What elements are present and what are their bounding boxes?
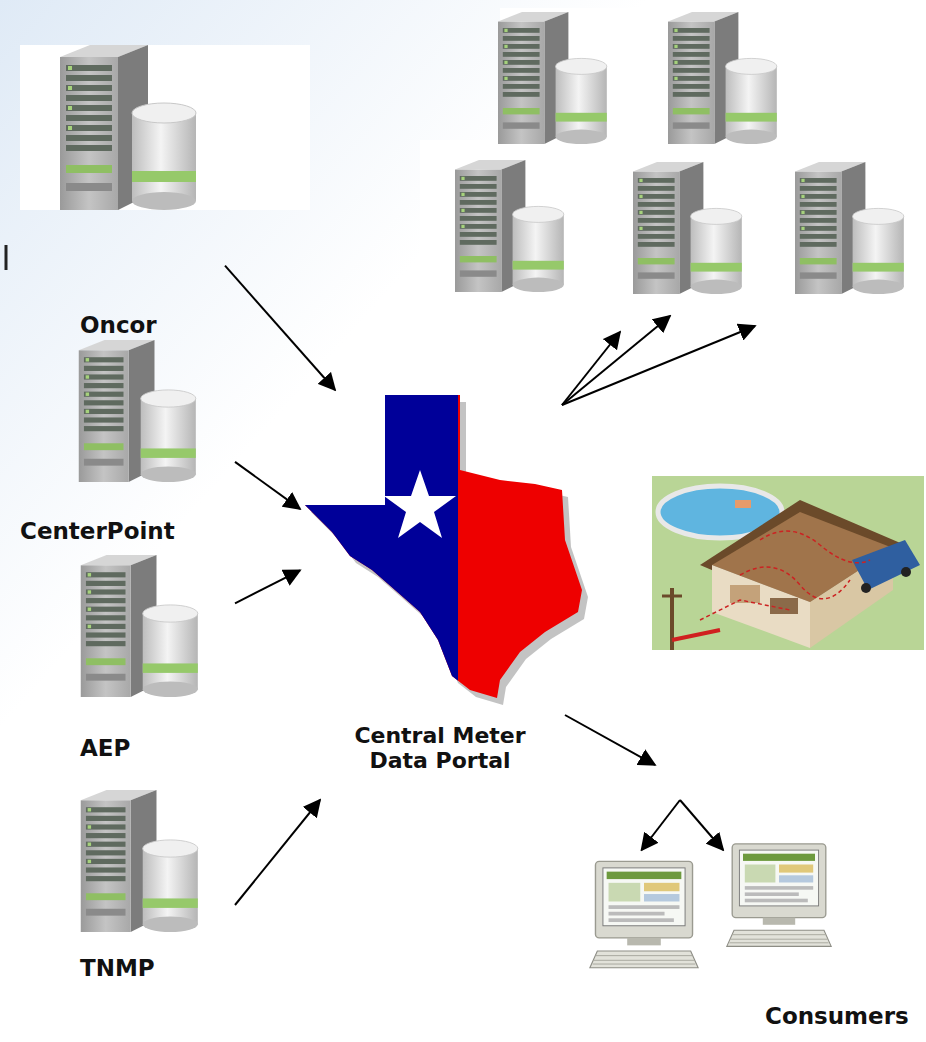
node-label: CenterPoint <box>20 518 175 544</box>
node-label: Central Meter Data Portal <box>325 723 555 774</box>
utility-server: CenterPoint <box>10 335 235 546</box>
utility-server: Oncor <box>40 40 225 345</box>
node-label: TNMP <box>80 955 155 981</box>
consumer-computers: Consumers <box>580 850 913 1031</box>
data-flow-arrow <box>235 800 320 905</box>
node-label: Consumers <box>765 1003 909 1029</box>
data-flow-arrow <box>225 266 335 390</box>
data-flow-arrow <box>235 462 300 509</box>
node-label: AEP <box>80 735 130 761</box>
data-flow-arrow <box>642 800 680 850</box>
data-flow-arrow <box>680 800 723 850</box>
utility-server: AEP <box>60 550 235 763</box>
portal-map: Central Meter Data Portal <box>300 390 700 800</box>
node-label: Oncor <box>80 312 157 338</box>
utility-server: TNMP <box>60 785 235 985</box>
data-flow-arrow <box>235 570 300 603</box>
